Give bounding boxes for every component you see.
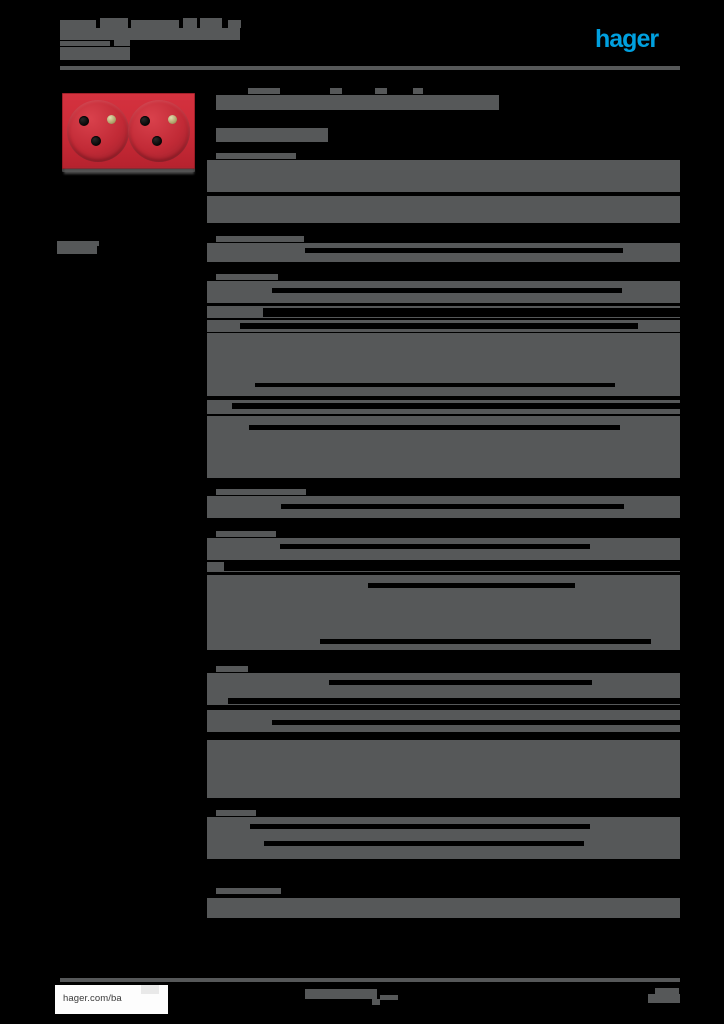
socket-hole-icon	[152, 136, 162, 146]
row-gap	[257, 192, 680, 196]
row-gap	[249, 425, 620, 430]
row-gap	[329, 680, 592, 685]
product-image-socket	[62, 93, 195, 169]
section-header-redaction	[216, 810, 256, 816]
row-gap	[368, 583, 575, 588]
row-gap	[250, 824, 590, 829]
socket-hole-icon	[91, 136, 101, 146]
sidebar-caption-redaction	[57, 241, 99, 246]
socket-left	[67, 100, 129, 162]
header-title-redaction	[60, 20, 96, 28]
row-gap	[228, 698, 680, 704]
footer-url-text[interactable]: hager.com/ba	[63, 993, 122, 1004]
text-redaction	[248, 88, 280, 94]
text-redaction	[413, 88, 423, 94]
footer-rule	[60, 978, 680, 982]
row-gap	[265, 736, 680, 741]
section-header-redaction	[216, 489, 306, 495]
row-gap	[255, 383, 615, 387]
hager-logo: hager	[595, 25, 677, 53]
header-title-redaction	[131, 20, 179, 28]
socket-hole-icon	[79, 116, 89, 126]
row-gap	[263, 308, 680, 317]
text-redaction	[330, 88, 342, 94]
row-gap	[272, 720, 680, 725]
row-gap	[320, 639, 651, 644]
socket-right	[128, 100, 190, 162]
footer-page-number-redaction	[648, 994, 680, 1003]
text-redaction	[375, 88, 387, 94]
spec-row	[207, 538, 680, 560]
row-gap	[280, 544, 590, 549]
earth-pin-icon	[168, 115, 177, 124]
header-subtitle-redaction	[60, 41, 110, 46]
row-gap	[305, 248, 623, 253]
header-title-redaction	[228, 20, 241, 28]
footer-center-redaction	[372, 999, 380, 1005]
header-title-redaction	[100, 18, 128, 28]
section-header-redaction	[216, 236, 304, 242]
header-subtitle-redaction	[114, 40, 130, 46]
spec-row	[207, 160, 680, 192]
section-header-redaction	[216, 666, 248, 672]
section-header-redaction	[216, 888, 281, 894]
sidebar-caption-redaction	[57, 245, 97, 254]
header-rule	[60, 66, 680, 70]
footer-url-box[interactable]: hager.com/ba	[55, 985, 168, 1014]
header-title-redaction	[183, 18, 197, 28]
row-gap	[264, 841, 584, 846]
row-gap	[224, 562, 680, 571]
header-subtitle-redaction	[60, 47, 130, 60]
section-header-redaction	[216, 153, 296, 159]
text-redaction	[216, 128, 328, 142]
section-header-redaction	[216, 531, 276, 537]
url-highlight	[141, 985, 159, 994]
footer-center-redaction	[305, 989, 377, 999]
spec-row	[207, 196, 680, 205]
row-gap	[232, 403, 680, 409]
row-gap	[240, 323, 638, 329]
header-title-redaction	[60, 28, 240, 40]
earth-pin-icon	[107, 115, 116, 124]
section-header-redaction	[216, 274, 278, 280]
row-gap	[272, 288, 622, 293]
footer-center-redaction	[380, 995, 398, 1000]
spec-row	[207, 205, 680, 223]
row-gap	[281, 504, 624, 509]
header-title-redaction	[200, 18, 222, 28]
text-redaction	[216, 95, 499, 110]
socket-hole-icon	[140, 116, 150, 126]
hager-logo-text: hager	[595, 25, 659, 53]
product-drop-shadow	[64, 169, 194, 174]
spec-row	[207, 740, 680, 798]
spec-row	[207, 898, 680, 918]
